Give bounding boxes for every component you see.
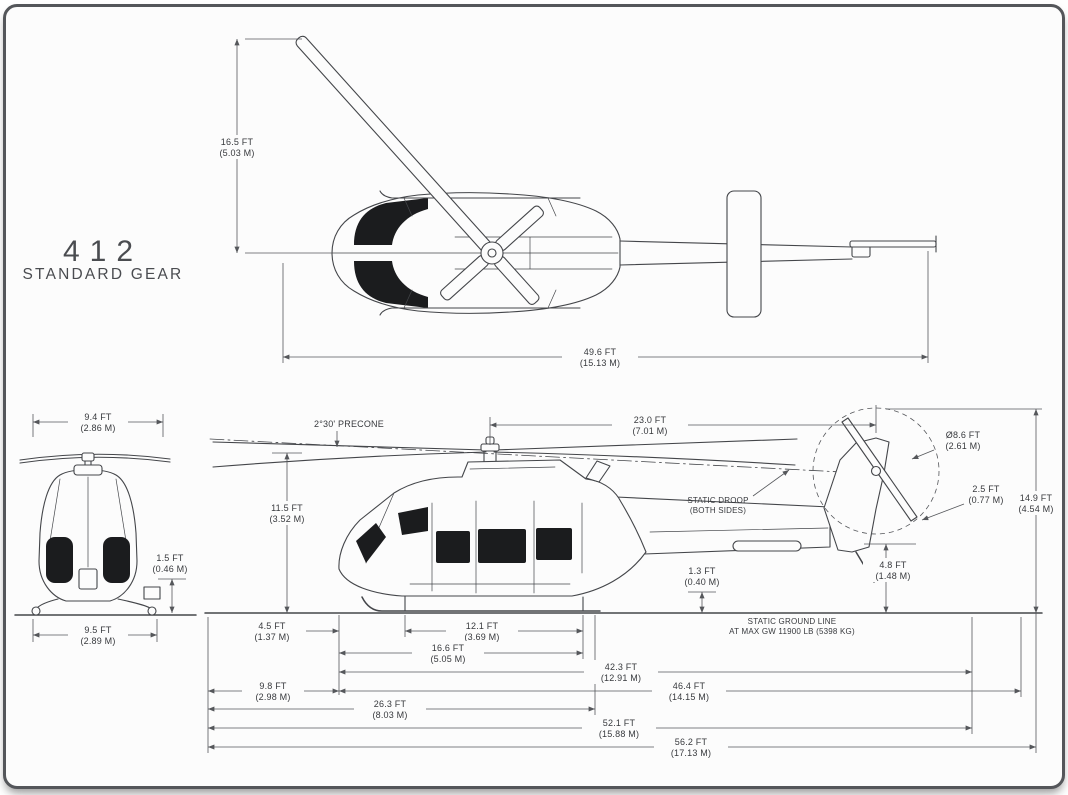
dim-front-skid-width-ft: 9.5 FT [84,625,112,635]
dim-rotor-height-top-m: (5.03 M) [219,148,254,158]
dim-mast-to-tail-ft: 23.0 FT [634,415,667,425]
dim-tail-rotor-dia-m: (2.61 M) [945,441,980,451]
dim-nose-to-tail-tip-m: (14.15 M) [669,692,709,702]
dim-blade-to-nose-ft: 9.8 FT [259,681,287,691]
dim-tail-clearance-ft: 1.3 FT [688,566,716,576]
dim-front-step-ft: 1.5 FT [156,553,184,563]
dim-rotor-height-top-ft: 16.5 FT [221,137,254,147]
note-ground-line-l2: AT MAX GW 11900 LB (5398 KG) [729,627,855,636]
top-view-dimensions: 16.5 FT (5.03 M) 49.6 FT (15.13 M) [207,38,929,369]
callout-precone: 2°30' PRECONE [314,419,384,429]
note-ground-line-l1: STATIC GROUND LINE [748,617,837,626]
callout-static-droop-l1: STATIC DROOP [687,496,748,505]
model-subtitle: STANDARD GEAR [23,266,184,283]
bottom-dimension-stack: 4.5 FT (1.37 M) 12.1 FT (3.69 M) 16.6 FT… [207,613,1037,759]
blueprint-canvas: 412 STANDARD GEAR 16.5 FT (5 [14,35,1062,759]
dim-overall-height-ft: 14.9 FT [1020,493,1053,503]
dim-overall-height-m: (4.54 M) [1018,504,1053,514]
dim-top-length-ft: 49.6 FT [584,347,617,357]
drawing-sheet: 412 STANDARD GEAR 16.5 FT (5 [3,4,1065,789]
dim-nose-to-tail-tip-ft: 46.4 FT [673,681,706,691]
dim-tail-clearance-m: (0.40 M) [684,577,719,587]
dim-mast-to-tail-m: (7.01 M) [632,426,667,436]
dim-front-width-top-m: (2.86 M) [80,423,115,433]
dim-rotor-head-height-ft: 11.5 FT [271,503,303,513]
dim-front-width-top-ft: 9.4 FT [84,412,112,422]
front-view-dimensions: 9.4 FT (2.86 M) 1.5 FT (0.46 M) 9.5 FT (… [32,410,187,647]
dim-fuselage-length-m: (12.91 M) [601,673,641,683]
callout-static-droop-l2: (BOTH SIDES) [690,506,746,515]
dim-rotor-head-height-m: (3.52 M) [269,514,304,524]
dim-top-length-m: (15.13 M) [580,358,620,368]
side-view-dimensions: 2°30' PRECONE 23.0 FT (7.01 M) Ø8.6 FT (… [257,405,1062,636]
front-view [14,452,197,616]
dim-stab-height-m: (1.48 M) [875,571,910,581]
dim-blade-to-tail-ft: 52.1 FT [603,718,636,728]
dim-tail-rotor-dia-ft: Ø8.6 FT [946,430,981,440]
dim-nose-to-front-strut-m: (1.37 M) [254,632,289,642]
dim-tail-tip-m: (0.77 M) [968,495,1003,505]
title-block: 412 STANDARD GEAR [23,235,184,283]
dim-overall-length-m: (17.13 M) [671,748,711,758]
dim-tail-tip-ft: 2.5 FT [972,484,1000,494]
dim-nose-to-front-strut-ft: 4.5 FT [258,621,286,631]
dim-overall-length-ft: 56.2 FT [675,737,708,747]
dim-strut-spacing-m: (3.69 M) [464,632,499,642]
side-view [204,407,1043,614]
dim-fuselage-length-ft: 42.3 FT [605,662,638,672]
dim-stab-height-ft: 4.8 FT [879,560,907,570]
dim-strut-spacing-ft: 12.1 FT [466,621,499,631]
dim-blade-to-nose-m: (2.98 M) [255,692,290,702]
dim-nose-to-rear-strut-m: (5.05 M) [430,654,465,664]
dim-nose-to-rear-strut-ft: 16.6 FT [432,643,465,653]
dim-blade-to-tail-m: (15.88 M) [599,729,639,739]
dim-front-skid-width-m: (2.89 M) [80,636,115,646]
dim-blade-to-rear-ft: 26.3 FT [374,699,407,709]
dim-blade-to-rear-m: (8.03 M) [372,710,407,720]
model-number: 412 [63,235,143,268]
top-view [295,35,937,318]
dim-front-step-m: (0.46 M) [152,564,187,574]
